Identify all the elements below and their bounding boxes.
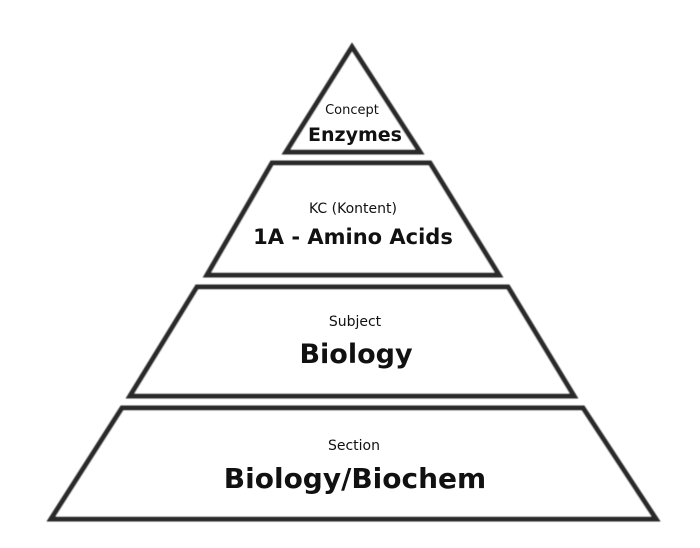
tier-caption-subject: Subject <box>329 314 382 330</box>
tier-shape-section <box>46 405 661 522</box>
tier-shape-concept <box>281 42 425 155</box>
tier-caption-concept: Concept <box>325 103 379 118</box>
tier-caption-kc: KC (Kontent) <box>309 201 397 217</box>
pyramid-tier-subject: Subject Biology <box>125 284 579 399</box>
pyramid-tier-kc: KC (Kontent) 1A - Amino Acids <box>202 160 504 278</box>
tier-title-section: Biology/Biochem <box>224 462 486 495</box>
tier-title-subject: Biology <box>299 339 413 370</box>
pyramid-tier-concept: Concept Enzymes <box>281 42 425 155</box>
tier-shape-kc <box>202 160 504 278</box>
tier-caption-section: Section <box>328 438 380 454</box>
tier-title-kc: 1A - Amino Acids <box>253 225 453 249</box>
tier-title-concept: Enzymes <box>308 124 402 146</box>
tier-shape-subject <box>125 284 579 399</box>
pyramid-tier-section: Section Biology/Biochem <box>46 405 661 522</box>
